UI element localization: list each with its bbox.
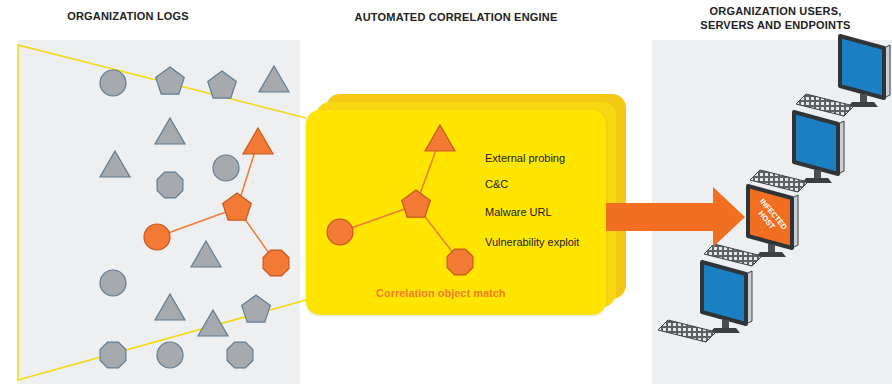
computer: [796, 36, 890, 116]
computer: [658, 262, 752, 342]
match-type: Vulnerability exploit: [485, 235, 579, 249]
computer-body: [750, 112, 844, 192]
log-circle: [213, 155, 239, 181]
log-octagon: [157, 172, 183, 198]
match-type: Malware URL: [485, 205, 552, 219]
log-triangle: [155, 118, 185, 144]
infected-computer: [704, 186, 798, 266]
match-triangle: [243, 128, 273, 154]
engine-heading: AUTOMATED CORRELATION ENGINE: [306, 10, 606, 24]
log-circle: [100, 70, 126, 96]
infected-screen: [748, 186, 792, 248]
text-slot: Malware URL: [485, 205, 552, 219]
screen: [702, 262, 746, 324]
log-triangle: [259, 66, 289, 92]
text-slot: Vulnerability exploit: [485, 235, 579, 249]
log-triangle: [198, 310, 228, 336]
computer-body: [704, 186, 798, 266]
log-triangle: [155, 294, 185, 320]
match-type: C&C: [485, 177, 508, 191]
flow-arrow: [606, 187, 745, 247]
screen: [840, 36, 884, 98]
match-type: External probing: [485, 151, 565, 165]
match-octagon: [263, 250, 289, 276]
text-slot: AUTOMATED CORRELATION ENGINE: [306, 10, 606, 24]
match-circle: [144, 224, 170, 250]
matched-log-objects: [144, 128, 289, 276]
log-triangle: [100, 151, 130, 177]
text-slot: C&C: [485, 177, 508, 191]
match-link: [416, 139, 440, 205]
endpoints-panel: ORGANIZATION USERS, SERVERS AND ENDPOINT…: [652, 40, 892, 384]
match-triangle: [425, 125, 455, 151]
match-link: [340, 205, 416, 232]
log-circle: [157, 342, 183, 368]
text-slot: External probing: [485, 151, 565, 165]
text-slot: ORGANIZATION LOGS: [18, 9, 238, 23]
log-pentagon: [156, 67, 185, 94]
match-pentagon: [402, 190, 431, 217]
panel-heading: ORGANIZATION LOGS: [18, 9, 238, 23]
match-link: [416, 205, 460, 262]
log-octagon: [100, 342, 126, 368]
match-link: [237, 142, 258, 208]
match-link: [157, 208, 237, 237]
infected-host-screen: INFECTED HOST: [748, 186, 792, 248]
text-slot: Correlation object match: [376, 286, 506, 300]
log-octagon: [227, 342, 253, 368]
log-pentagon: [242, 295, 271, 322]
computers: [658, 36, 890, 342]
engine-caption: Correlation object match: [376, 286, 506, 300]
panel-heading: ORGANIZATION USERS, SERVERS AND ENDPOINT…: [693, 4, 858, 32]
engine-objects: [327, 125, 473, 275]
log-circle: [100, 270, 126, 296]
screen: [794, 112, 838, 174]
computer: [750, 112, 844, 192]
match-circle: [327, 219, 353, 245]
match-link: [237, 208, 276, 263]
text-slot: ORGANIZATION USERS, SERVERS AND ENDPOINT…: [693, 4, 858, 32]
logs-panel: ORGANIZATION LOGS: [18, 40, 300, 384]
log-pentagon: [208, 71, 237, 98]
computer-body: [796, 36, 890, 116]
computer-body: [658, 262, 752, 342]
log-objects: [100, 66, 289, 368]
funnel-line: [18, 45, 306, 380]
correlation-engine-box: AUTOMATED CORRELATION ENGINEExternal pro…: [306, 110, 606, 315]
match-pentagon: [223, 193, 252, 220]
log-triangle: [191, 241, 221, 267]
match-octagon: [447, 249, 473, 275]
